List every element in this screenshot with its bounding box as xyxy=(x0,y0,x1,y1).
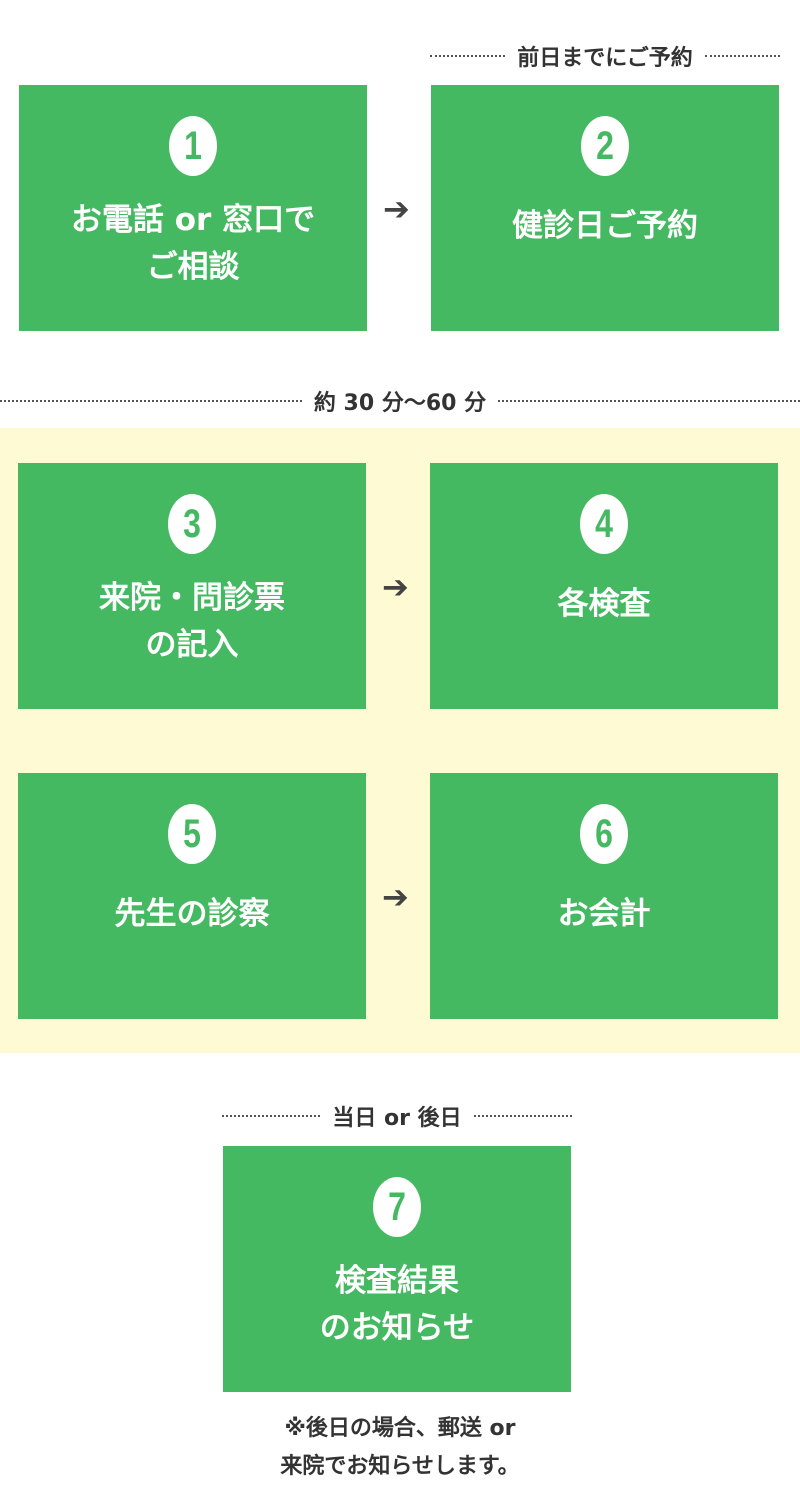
step-number: 6 xyxy=(580,804,628,864)
step-6: 6 お会計 xyxy=(430,773,778,1019)
step-5: 5 先生の診察 xyxy=(18,773,366,1019)
step-number: 1 xyxy=(169,116,217,176)
step-text: 来院・問診票 の記入 xyxy=(99,580,285,663)
duration-label: 約 30 分〜60 分 xyxy=(0,385,800,417)
advance-label: 前日までにご予約 xyxy=(430,40,780,72)
step-4: 4 各検査 xyxy=(430,463,778,709)
step-text: 各検査 xyxy=(557,586,651,622)
result-label: 当日 or 後日 xyxy=(222,1100,573,1132)
step-2: 2 健診日ご予約 xyxy=(431,85,779,331)
duration-text: 約 30 分〜60 分 xyxy=(313,391,487,416)
step-text: 検査結果 のお知らせ xyxy=(319,1263,475,1346)
step-text: 先生の診察 xyxy=(114,896,270,932)
result-text: 当日 or 後日 xyxy=(332,1106,462,1131)
step-number: 5 xyxy=(168,804,216,864)
step-number: 3 xyxy=(168,494,216,554)
step-number: 4 xyxy=(580,494,628,554)
arrow-icon: ➔ xyxy=(382,878,409,916)
step-text: お電話 or 窓口で ご相談 xyxy=(70,202,316,285)
arrow-icon: ➔ xyxy=(382,568,409,606)
step-text: 健診日ご予約 xyxy=(512,208,698,244)
advance-text: 前日までにご予約 xyxy=(517,46,693,71)
note: ※後日の場合、郵送 or 来院でお知らせします。 xyxy=(280,1416,520,1479)
arrow-icon: ➔ xyxy=(383,190,410,228)
step-1: 1 お電話 or 窓口で ご相談 xyxy=(19,85,367,331)
step-7: 7 検査結果 のお知らせ xyxy=(223,1146,571,1392)
step-text: お会計 xyxy=(557,896,651,932)
step-3: 3 来院・問診票 の記入 xyxy=(18,463,366,709)
step-number: 7 xyxy=(373,1177,421,1237)
step-number: 2 xyxy=(581,116,629,176)
